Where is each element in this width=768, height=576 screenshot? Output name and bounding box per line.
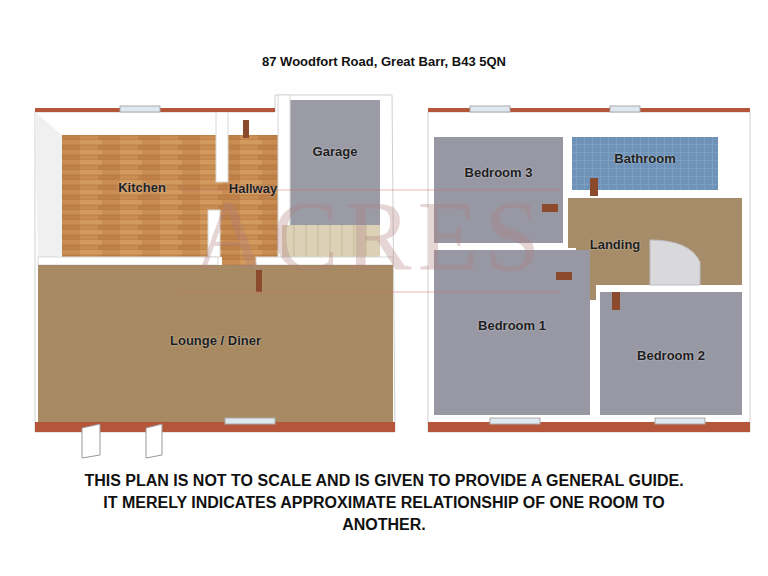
room-area: Bedroom 2 [600, 330, 742, 380]
room-area: Bedroom 1 [434, 300, 590, 350]
room-label: Hallway [229, 181, 277, 196]
room-area: Bathroom [572, 137, 718, 179]
room-area: Landing [575, 225, 655, 263]
room-label: Bathroom [614, 151, 675, 166]
room-label: Landing [590, 237, 641, 252]
room-area: Hallway [222, 170, 284, 206]
room-label: Bedroom 1 [478, 318, 546, 333]
room-label: Bedroom 2 [637, 348, 705, 363]
room-area: Bedroom 3 [434, 150, 563, 195]
room-area: Lounge / Diner [38, 300, 393, 380]
room-label: Lounge / Diner [170, 333, 261, 348]
room-label: Kitchen [118, 180, 166, 195]
room-label: Bedroom 3 [465, 165, 533, 180]
plan-disclaimer: THIS PLAN IS NOT TO SCALE AND IS GIVEN T… [84, 470, 684, 536]
room-area: Garage [290, 130, 380, 172]
room-area: Kitchen [62, 135, 222, 240]
room-label: Garage [313, 144, 358, 159]
plan-title: 87 Woodfort Road, Great Barr, B43 5QN [0, 54, 768, 69]
